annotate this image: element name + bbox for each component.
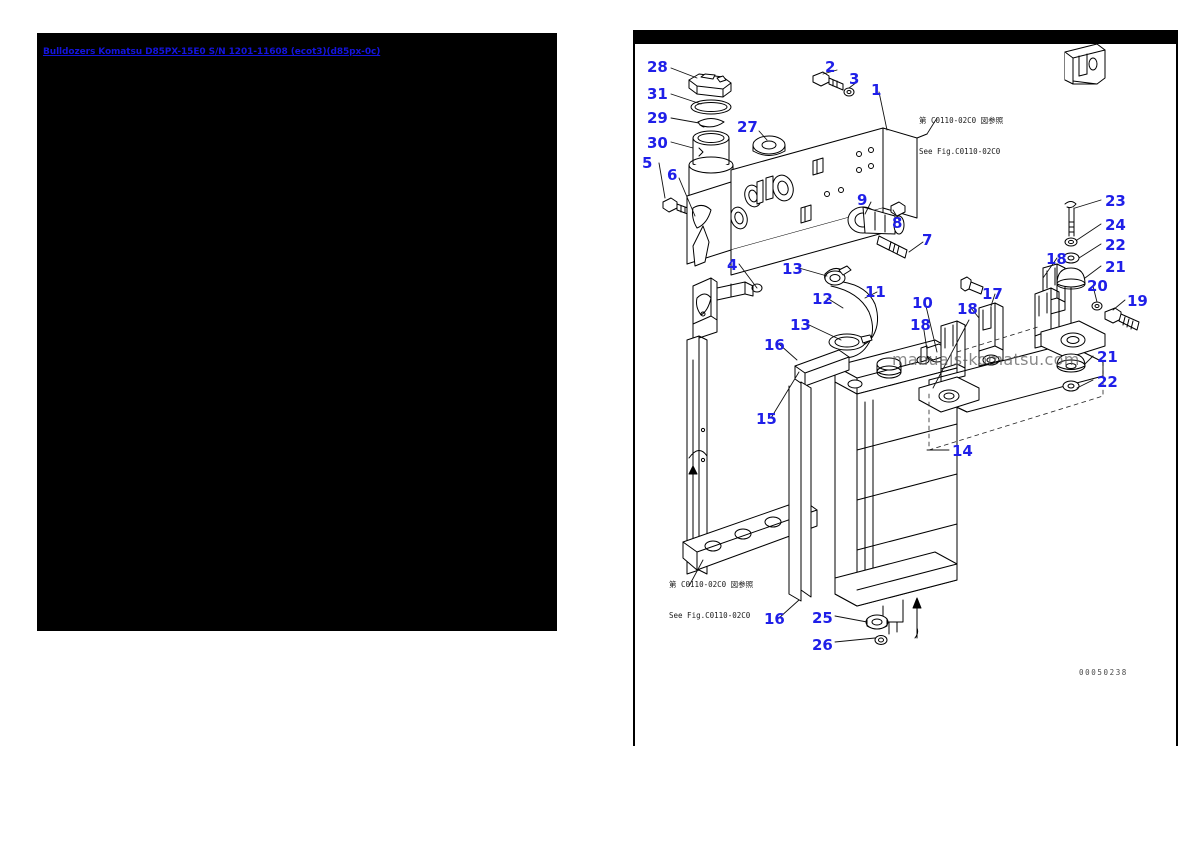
callout-18[interactable]: 18 [910,316,931,334]
panel-border-right [1176,30,1178,746]
callout-21[interactable]: 21 [1105,258,1126,276]
ref-note-bottom: 第 C0110-02C0 図参照 See Fig.C0110-02C0 [669,560,753,641]
callout-23[interactable]: 23 [1105,192,1126,210]
callout-26[interactable]: 26 [812,636,833,654]
callout-2[interactable]: 2 [825,58,836,76]
corner-bracket-detail [1064,43,1106,85]
callout-11[interactable]: 11 [865,283,886,301]
callout-20[interactable]: 20 [1087,277,1108,295]
support-rail-15 [682,335,818,575]
callout-13[interactable]: 13 [782,260,803,278]
filler-cap-assembly [688,73,734,202]
callout-18[interactable]: 18 [1046,250,1067,268]
callout-13[interactable]: 13 [790,316,811,334]
ref-note-bottom-jp: 第 C0110-02C0 図参照 [669,580,754,590]
callout-22[interactable]: 22 [1097,373,1118,391]
callout-30[interactable]: 30 [647,134,668,152]
callout-29[interactable]: 29 [647,109,668,127]
callout-24[interactable]: 24 [1105,216,1126,234]
callout-3[interactable]: 3 [849,70,860,88]
callout-31[interactable]: 31 [647,85,668,103]
callout-6[interactable]: 6 [667,166,678,184]
callout-8[interactable]: 8 [892,214,903,232]
callout-18[interactable]: 18 [957,300,978,318]
valve-assembly-7-8-9 [847,201,908,259]
figure-code: 00050238 [1079,668,1128,677]
thumbnail-panel: Bulldozers Komatsu D85PX-15E0 S/N 1201-1… [37,33,557,631]
hose-assembly-11-12-13 [824,265,879,359]
callout-19[interactable]: 19 [1127,292,1148,310]
callout-7[interactable]: 7 [922,231,933,249]
callout-28[interactable]: 28 [647,58,668,76]
callout-14[interactable]: 14 [952,442,973,460]
document-title-link[interactable]: Bulldozers Komatsu D85PX-15E0 S/N 1201-1… [43,47,381,57]
callout-10[interactable]: 10 [912,294,933,312]
panel-border-left [633,30,635,746]
callout-1[interactable]: 1 [871,81,882,99]
misc-small-parts [916,276,984,365]
ref-note-top-jp: 第 C0110-02C0 図参照 [919,116,1004,126]
callout-15[interactable]: 15 [756,410,777,428]
mount-assembly-19-24 [1034,201,1140,392]
callout-25[interactable]: 25 [812,609,833,627]
parts-diagram-panel: 第 C0110-02C0 図参照 See Fig.C0110-02C0 第 C0… [627,30,1184,746]
callout-17[interactable]: 17 [982,285,1003,303]
callout-16[interactable]: 16 [764,610,785,628]
ref-note-bottom-en: See Fig.C0110-02C0 [669,610,751,620]
panel-top-bar [633,30,1178,44]
bolt-5-6 [662,197,705,225]
technical-drawing [658,43,1140,645]
callout-27[interactable]: 27 [737,118,758,136]
fastener-25-26 [865,597,922,645]
ref-note-top-en: See Fig.C0110-02C0 [919,146,1001,156]
bracket-4 [692,277,763,341]
callout-9[interactable]: 9 [857,191,868,209]
callout-4[interactable]: 4 [727,256,738,274]
callout-12[interactable]: 12 [812,290,833,308]
ref-note-top: 第 C0110-02C0 図参照 See Fig.C0110-02C0 [919,96,1003,177]
plug-27 [752,135,786,156]
callout-22[interactable]: 22 [1105,236,1126,254]
callout-21[interactable]: 21 [1097,348,1118,366]
guard-channel-16-top [788,349,850,602]
leader-lines [658,67,1126,643]
callout-16[interactable]: 16 [764,336,785,354]
callout-5[interactable]: 5 [642,154,653,172]
